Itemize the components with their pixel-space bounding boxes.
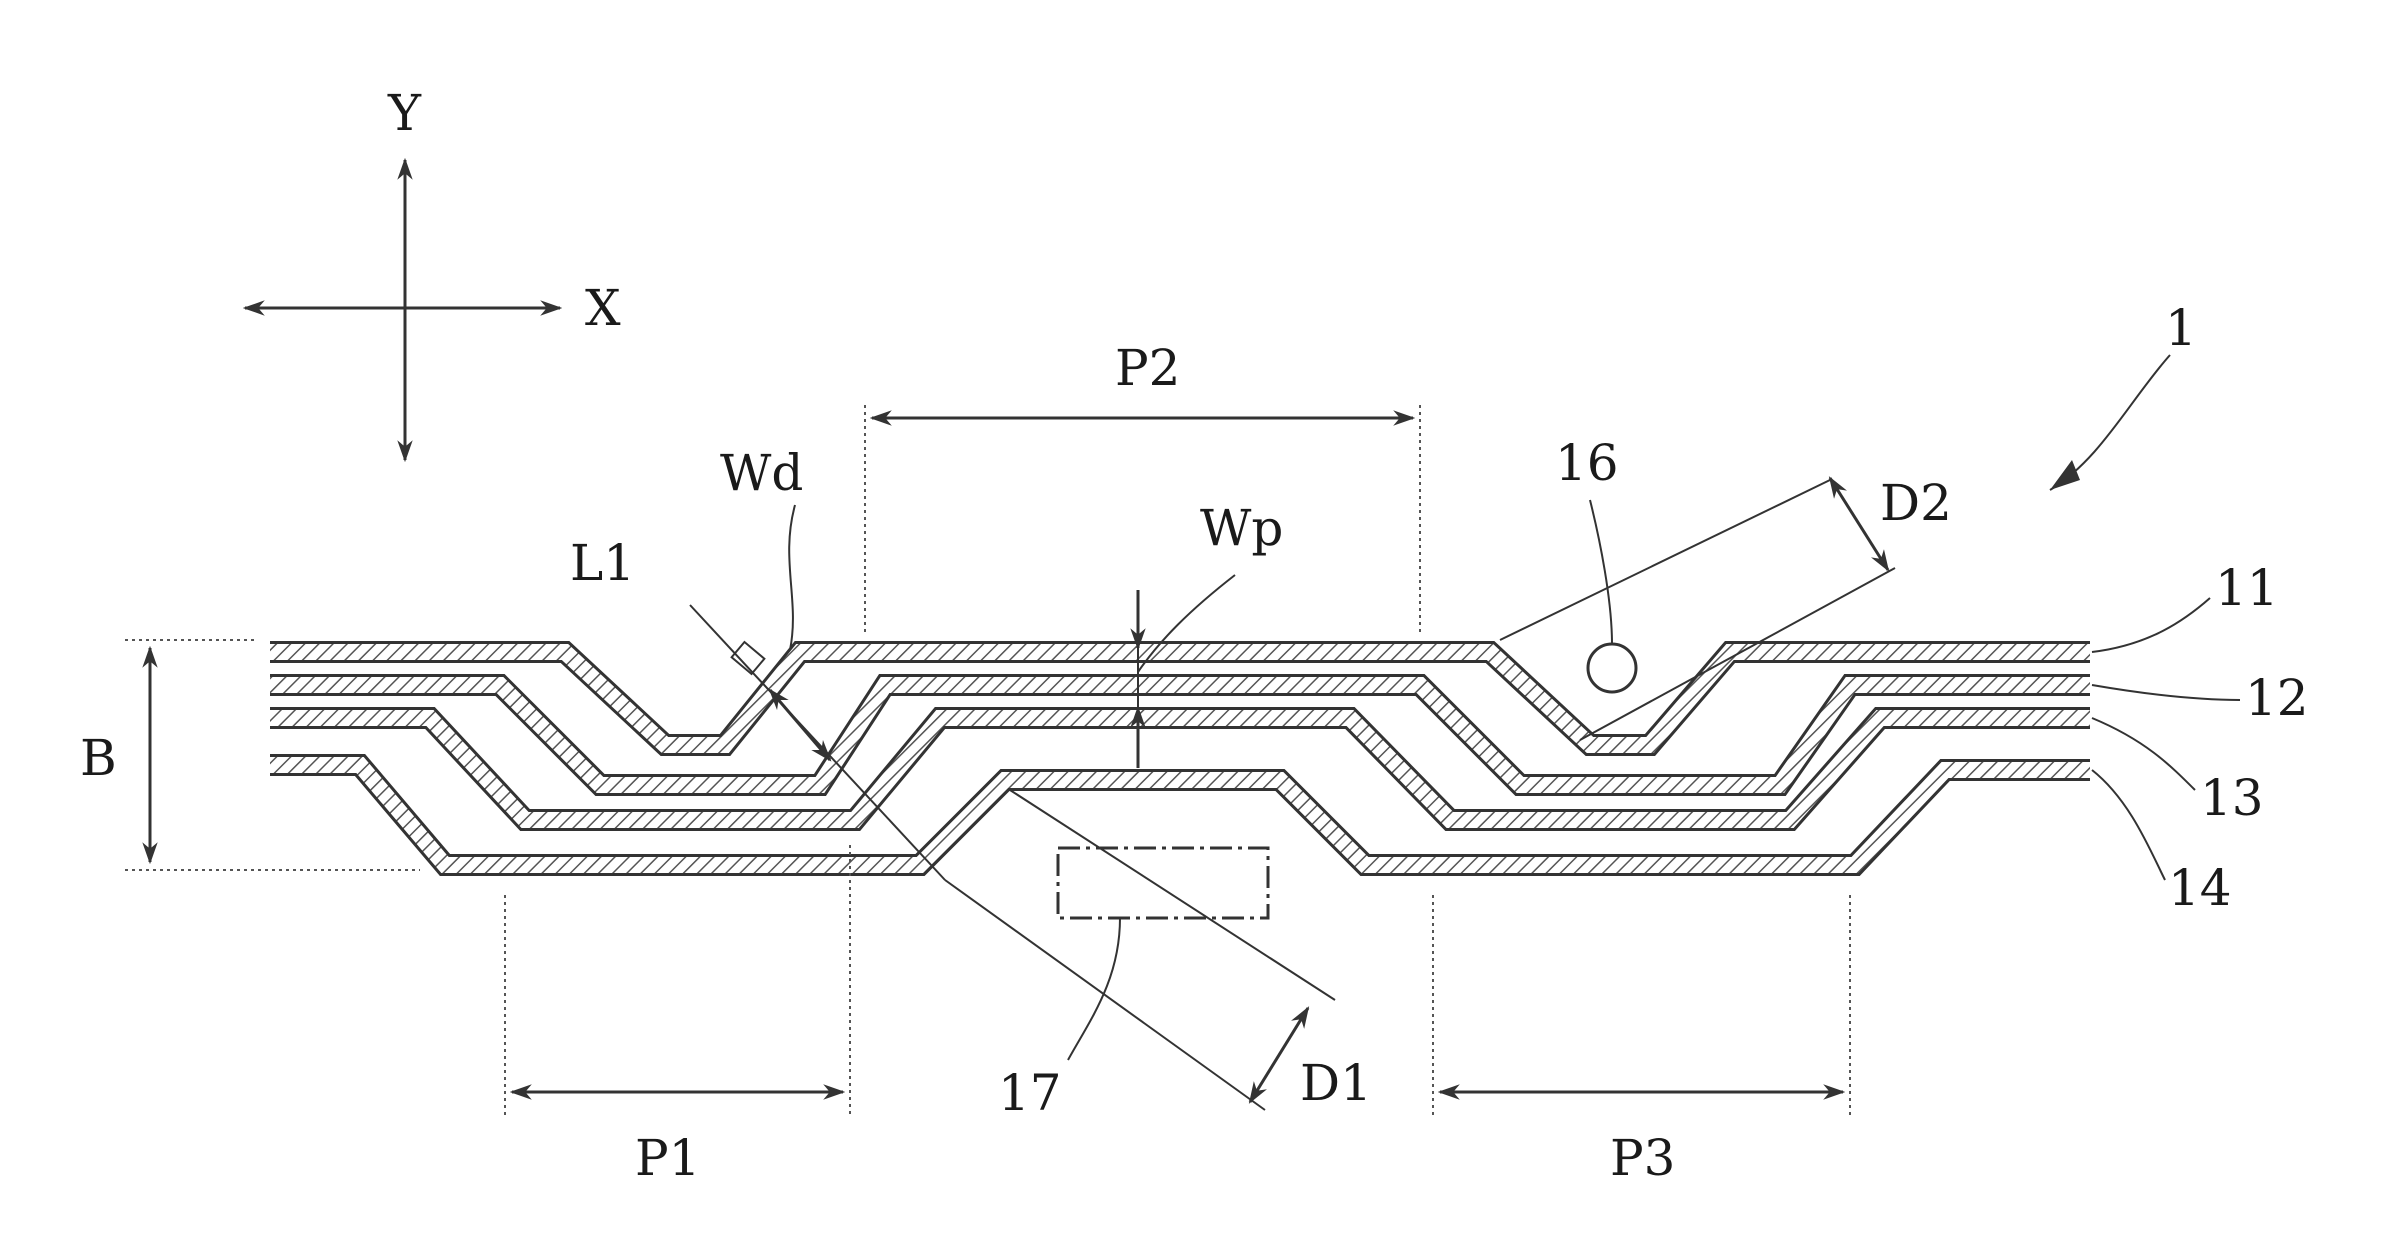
l1-label: L1 xyxy=(570,534,635,592)
layer-13-leader xyxy=(2092,718,2195,790)
y-axis-label: Y xyxy=(387,84,422,142)
p1-label: P1 xyxy=(635,1129,700,1187)
b-label: B xyxy=(80,729,117,787)
p1-dimension xyxy=(505,845,850,1115)
wp-dimension xyxy=(1138,575,1235,768)
layer-11-label: 11 xyxy=(2215,559,2279,617)
p2-dimension xyxy=(865,405,1420,635)
part-17-label: 17 xyxy=(998,1064,1062,1122)
assembly-1-label: 1 xyxy=(2165,299,2197,357)
p2-label: P2 xyxy=(1115,339,1180,397)
d1-label: D1 xyxy=(1300,1054,1372,1112)
assembly-1-leader xyxy=(2050,355,2170,490)
axis-arrows xyxy=(245,160,560,460)
layer-12-leader xyxy=(2092,685,2240,700)
p3-label: P3 xyxy=(1610,1129,1675,1187)
wd-label: Wd xyxy=(720,444,803,502)
layer-12-label: 12 xyxy=(2245,669,2309,727)
p3-dimension xyxy=(1433,895,1850,1115)
part-17-outline xyxy=(1058,848,1268,1060)
wp-label: Wp xyxy=(1200,499,1283,557)
layer-13-label: 13 xyxy=(2200,769,2264,827)
layer-14-label: 14 xyxy=(2168,859,2232,917)
d1-band xyxy=(1010,790,1335,1102)
wd-leader xyxy=(732,505,795,674)
part-16-circle xyxy=(1588,500,1636,692)
layer-11-leader xyxy=(2092,598,2210,652)
layer-14-leader xyxy=(2092,770,2165,880)
part-16-label: 16 xyxy=(1555,434,1619,492)
x-axis-label: X xyxy=(585,279,621,337)
d2-label: D2 xyxy=(1880,474,1952,532)
